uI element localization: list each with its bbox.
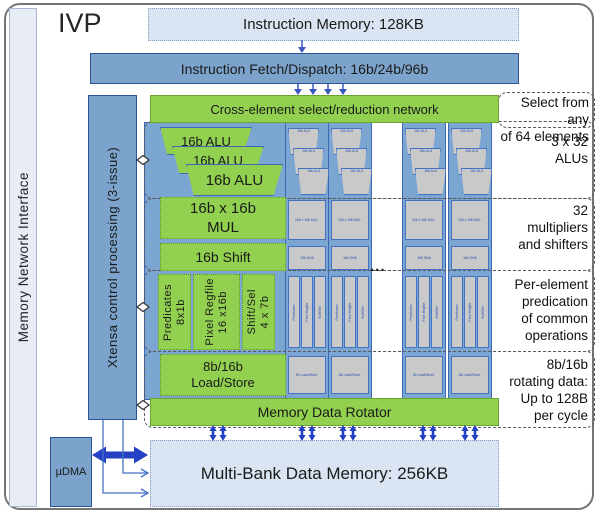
shift-sel-box: Shift/Sel 4 x 7b [242, 274, 275, 350]
loadstore-box: 8b/16b Load/Store [160, 354, 286, 396]
mul-label: 16b x 16b MUL [190, 200, 256, 236]
instruction-fetch-dispatch-box: Instruction Fetch/Dispatch: 16b/24b/96b [90, 53, 519, 84]
xtensa-control-box: Xtensa control processing (3-issue) [88, 95, 137, 420]
cross-element-network-label: Cross-element select/reduction network [210, 101, 439, 117]
mini-loadstore-box: 8b Load/Store [451, 356, 489, 394]
mul-box: 16b x 16b MUL [160, 197, 286, 239]
mini-shift-box: 16b Shift [331, 246, 369, 270]
mini-loadstore-box: 8b Load/Store [331, 356, 369, 394]
pixel-regfile-box: Pixel Regfile 16 x16b [193, 274, 240, 350]
alu-label: 16b ALU [205, 171, 264, 189]
annotation-select: Select from any of 64 elements [500, 95, 589, 144]
diagram-title: IVP [58, 8, 102, 38]
alu-box-3: 16b ALU [186, 164, 283, 196]
alu-label: 16b ALU [181, 133, 231, 149]
xtensa-control-label: Xtensa control processing (3-issue) [105, 146, 120, 369]
lanes-ellipsis: ... [370, 258, 386, 275]
predicates-label: Predicates 8x1b [161, 283, 187, 341]
udma-label: µDMA [55, 466, 87, 478]
mini-regfile-box: Shift/Sel [357, 276, 369, 348]
mini-mul-box: 16b x 16b MUL [405, 200, 443, 240]
mini-regfile-box: Pixel Regfile [344, 276, 356, 348]
instruction-memory-box: Instruction Memory: 128KB [148, 8, 519, 41]
mini-regfile-box: Predicates [451, 276, 463, 348]
mini-alu-box: 16b ALU [298, 168, 329, 195]
mini-regfile-box: Shift/Sel [314, 276, 326, 348]
multibank-memory-label: Multi-Bank Data Memory: 256KB [200, 463, 449, 483]
mini-mul-box: 16b x 16b MUL [288, 200, 326, 240]
shift-sel-label: Shift/Sel 4 x 7b [245, 289, 271, 335]
memory-data-rotator-box: Memory Data Rotator [150, 398, 499, 426]
memory-network-interface-bar: Memory Network Interface [9, 8, 37, 507]
mini-loadstore-box: 8b Load/Store [288, 356, 326, 394]
mini-regfile-box: Predicates [405, 276, 417, 348]
annotation-rotating: 8b/16b rotating data: Up to 128B per cyc… [509, 357, 588, 423]
mini-regfile-box: Pixel Regfile [301, 276, 313, 348]
mini-regfile-box: Shift/Sel [477, 276, 489, 348]
mini-shift-box: 16b Shift [405, 246, 443, 270]
mini-mul-box: 16b x 16b MUL [331, 200, 369, 240]
mini-alu-box: 16b ALU [461, 168, 492, 195]
memory-data-rotator-label: Memory Data Rotator [257, 404, 392, 420]
annotation-alus: 3 x 32 ALUs [551, 134, 588, 166]
annotation-predication: Per-element predication of common operat… [514, 277, 588, 343]
mini-regfile-box: Pixel Regfile [464, 276, 476, 348]
mini-loadstore-box: 8b Load/Store [405, 356, 443, 394]
memory-network-interface-label: Memory Network Interface [15, 172, 31, 343]
mini-regfile-box: Predicates [331, 276, 343, 348]
shift-box: 16b Shift [160, 243, 286, 271]
mini-regfile-box: Shift/Sel [431, 276, 443, 348]
alu-label: 16b ALU [193, 152, 243, 168]
predicates-box: Predicates 8x1b [158, 274, 191, 350]
cross-element-network-box: Cross-element select/reduction network [150, 95, 499, 123]
annotation-multipliers: 32 multipliers and shifters [518, 203, 588, 252]
pixel-regfile-label: Pixel Regfile 16 x16b [203, 278, 229, 346]
multibank-memory-box: Multi-Bank Data Memory: 256KB [150, 440, 499, 507]
loadstore-label: 8b/16b Load/Store [191, 359, 255, 390]
udma-box: µDMA [50, 437, 92, 507]
instruction-memory-label: Instruction Memory: 128KB [243, 16, 424, 33]
mini-shift-box: 16b Shift [288, 246, 326, 270]
mini-alu-box: 16b ALU [415, 168, 446, 195]
fetch-dispatch-label: Instruction Fetch/Dispatch: 16b/24b/96b [180, 60, 429, 77]
diagram-frame [4, 3, 594, 510]
mini-mul-box: 16b x 16b MUL [451, 200, 489, 240]
shift-label: 16b Shift [195, 249, 251, 265]
mini-regfile-box: Predicates [288, 276, 300, 348]
mini-shift-box: 16b Shift [451, 246, 489, 270]
mini-alu-box: 16b ALU [341, 168, 372, 195]
mini-regfile-box: Pixel Regfile [418, 276, 430, 348]
